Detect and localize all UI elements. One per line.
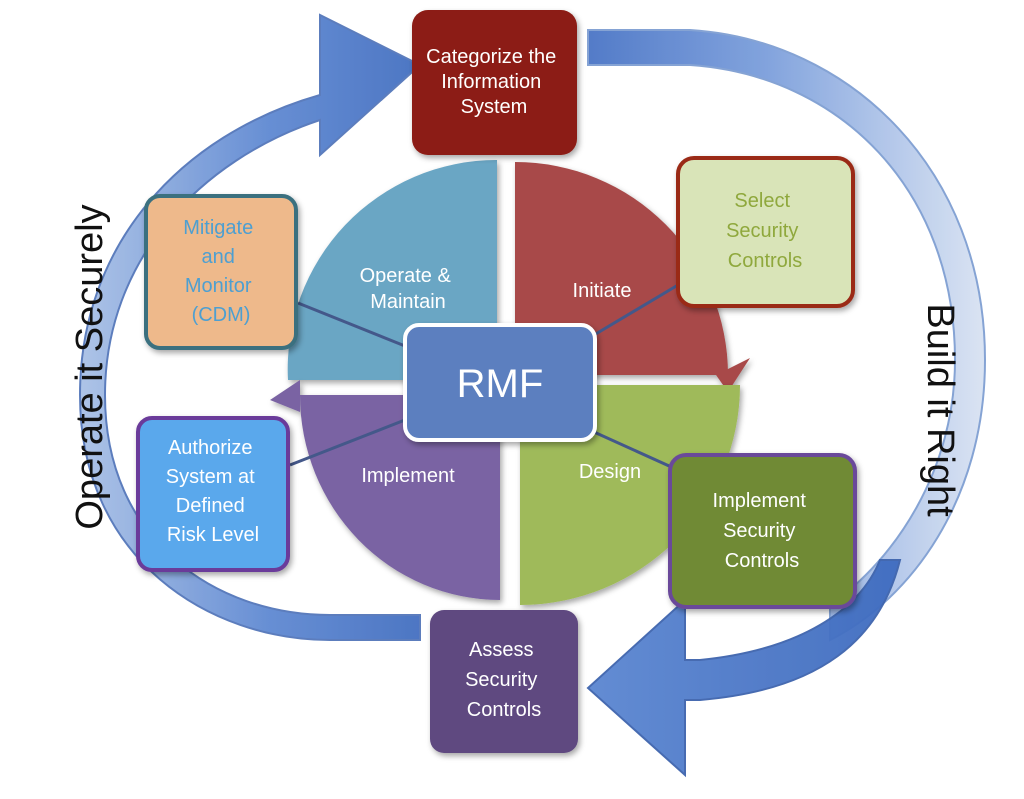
rmf-center-label: RMF <box>457 362 544 406</box>
step-assess-label: Assess Security Controls <box>465 639 543 721</box>
step-mitigate-monitor: Mitigate and Monitor (CDM) <box>144 194 298 350</box>
step-select-controls: Select Security Controls <box>676 156 855 308</box>
step-categorize-label: Categorize the Information System <box>426 46 562 118</box>
quadrant-operate-label: Operate & Maintain <box>360 265 457 313</box>
quadrant-initiate: Initiate <box>515 162 750 392</box>
quadrant-design-label: Design <box>579 461 641 483</box>
quadrant-initiate-label: Initiate <box>573 280 632 302</box>
step-categorize: Categorize the Information System <box>412 10 577 155</box>
step-mitigate-label: Mitigate and Monitor (CDM) <box>183 217 259 326</box>
side-label-operate: Operate it Securely <box>69 204 111 529</box>
step-implement-controls: Implement Security Controls <box>668 453 857 609</box>
step-authorize-label: Authorize System at Defined Risk Level <box>166 437 260 546</box>
step-assess-controls: Assess Security Controls <box>430 610 578 753</box>
side-label-build: Build it Right <box>919 303 961 517</box>
connector-lines <box>289 283 679 472</box>
step-authorize: Authorize System at Defined Risk Level <box>136 416 290 572</box>
step-select-label: Select Security Controls <box>726 190 804 272</box>
rmf-center-box: RMF <box>403 323 597 442</box>
quadrant-implement: Implement <box>270 380 500 600</box>
quadrant-implement-label: Implement <box>361 465 455 487</box>
step-implement-controls-label: Implement Security Controls <box>713 490 812 572</box>
